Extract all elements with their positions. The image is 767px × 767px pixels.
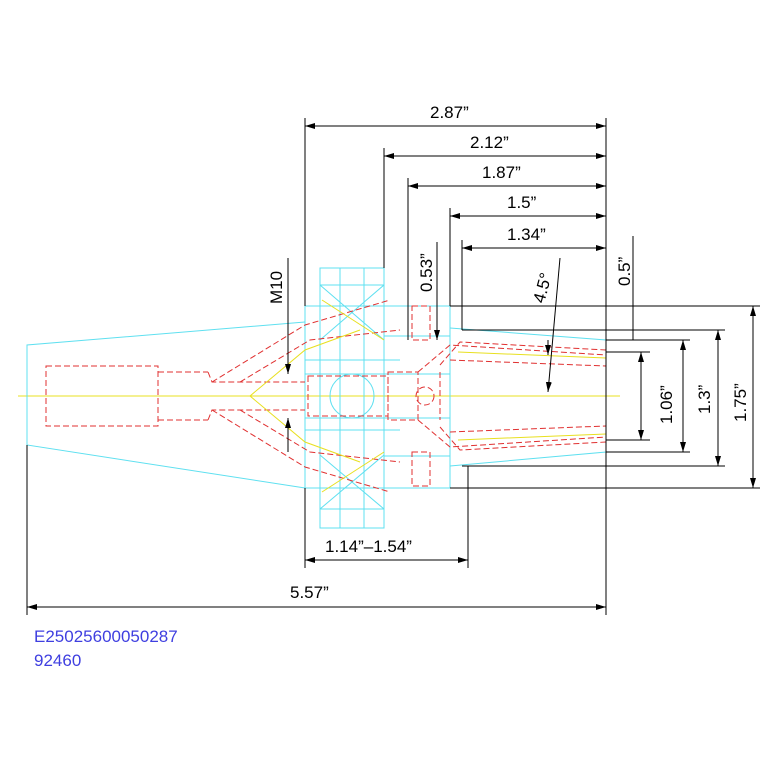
hidden-lines	[45, 299, 607, 493]
dim-1-3: 1.3”	[695, 384, 714, 414]
dim-1-87: 1.87”	[482, 163, 521, 182]
dimension-lines	[26, 118, 760, 615]
dim-m10: M10	[267, 271, 286, 304]
yellow-construction-lines	[249, 299, 607, 493]
dim-1-75: 1.75”	[731, 383, 750, 422]
taper-shank-outline	[26, 321, 306, 489]
dim-5-57: 5.57”	[290, 583, 329, 602]
collet-nose-outline	[383, 306, 607, 488]
dim-1-5: 1.5”	[507, 193, 537, 212]
dim-0-5: 0.5”	[615, 256, 634, 286]
dim-1-06: 1.06”	[657, 385, 676, 424]
dim-2-12: 2.12”	[470, 133, 509, 152]
dim-0-53: 0.53”	[417, 253, 436, 292]
part-number: 92460	[34, 651, 82, 670]
dim-2-87: 2.87”	[430, 103, 469, 122]
dim-1-34: 1.34”	[507, 225, 546, 244]
dim-1-14-1-54: 1.14”–1.54”	[325, 537, 412, 556]
part-code: E25025600050287	[34, 627, 178, 646]
dim-4-5-deg: 4.5°	[530, 271, 556, 305]
